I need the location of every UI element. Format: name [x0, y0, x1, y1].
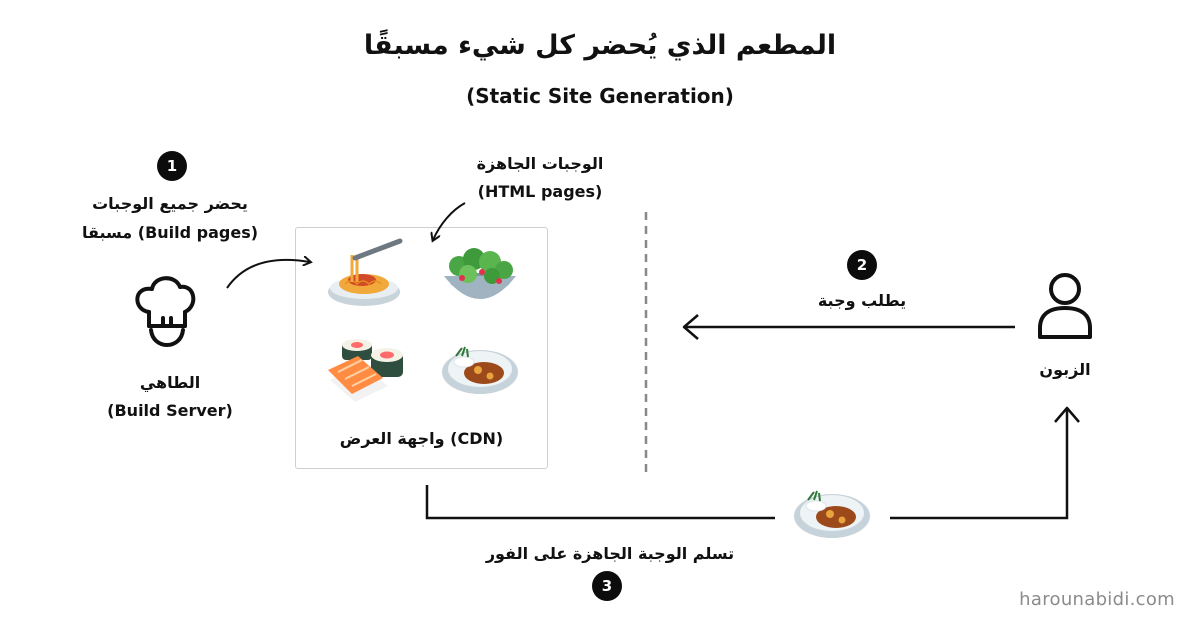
- page-title: المطعم الذي يُحضر كل شيء مسبقًا: [363, 30, 837, 61]
- delivered-curry-icon: [794, 490, 870, 538]
- step-2-badge: 2: [847, 250, 877, 280]
- meals-label-arrow: [433, 202, 466, 240]
- chef-to-box-arrow: [226, 260, 310, 289]
- chef-hat-icon: [135, 276, 196, 347]
- sushi-icon: [328, 339, 403, 402]
- delivery-arrowhead: [1054, 406, 1080, 423]
- step-3-badge: 3: [592, 571, 622, 601]
- user-icon: [1038, 273, 1092, 339]
- customer-name: الزبون: [1039, 360, 1091, 379]
- delivery-path-right: [890, 410, 1069, 520]
- credit-text: harounabidi.com: [1019, 589, 1175, 610]
- step-2-text: يطلب وجبة: [817, 291, 907, 310]
- page-subtitle: (Static Site Generation): [466, 84, 734, 108]
- cdn-label: واجهة العرض (CDN): [339, 429, 504, 448]
- delivery-path-left: [425, 485, 775, 520]
- meals-sublabel: (HTML pages): [477, 182, 603, 201]
- step-1-text: يحضر جميع الوجبات: [92, 194, 248, 213]
- spaghetti-icon: [328, 238, 403, 306]
- chef-name: الطاهي: [139, 373, 201, 392]
- step-1-badge: 1: [157, 151, 187, 181]
- meals-label: الوجبات الجاهزة: [476, 154, 604, 173]
- step-1-subtext: مسبقا (Build pages): [81, 223, 259, 242]
- step-3-text: تسلم الوجبة الجاهزة على الفور: [485, 544, 735, 563]
- salad-icon: [444, 248, 516, 299]
- chef-role: (Build Server): [107, 401, 233, 420]
- curry-icon: [442, 346, 518, 394]
